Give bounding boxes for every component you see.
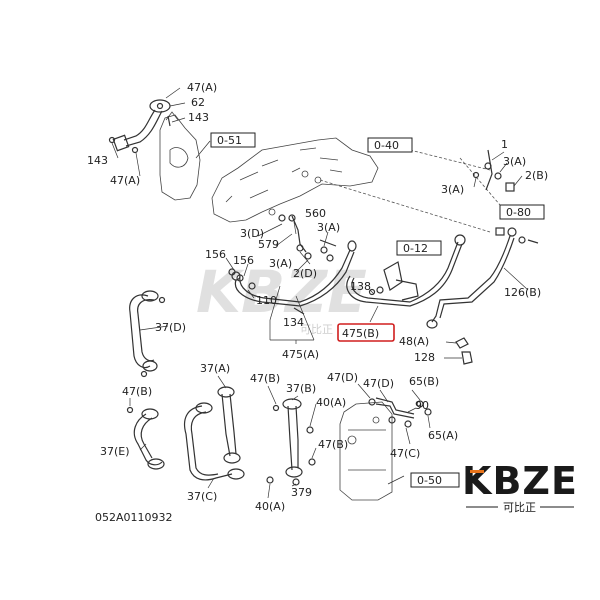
label-47c: 47(C) (390, 447, 420, 460)
ref-box-o40[interactable] (367, 137, 413, 153)
brand-logo: KBZE 可比正 (462, 459, 578, 514)
label-48a: 48(A) (399, 335, 429, 348)
label-579: 579 (258, 238, 279, 251)
label-110: 110 (256, 294, 277, 307)
label-143-top: 143 (188, 111, 209, 124)
label-37e: 37(E) (100, 445, 130, 458)
highlight-label: 475(B) (342, 327, 379, 340)
reference-boxes: 0-51 0-40 0-80 0-12 0-50 (210, 132, 545, 488)
label-134: 134 (283, 316, 304, 329)
label-126b: 126(B) (504, 286, 541, 299)
diagram-code: 052A0110932 (95, 511, 173, 524)
label-47b-left: 47(B) (122, 385, 152, 398)
label-128: 128 (414, 351, 435, 364)
ref-box-o51[interactable] (210, 132, 256, 148)
watermark-text: KBZE (196, 258, 367, 326)
ref-box-o50-label: 0-50 (417, 474, 442, 487)
top-left-pipe-assembly (108, 87, 211, 201)
label-37a: 37(A) (200, 362, 230, 375)
label-1: 1 (501, 138, 508, 151)
label-475a: 475(A) (282, 348, 319, 361)
watermark-subtext: 可比正 (300, 323, 333, 336)
ref-box-o51-label: 0-51 (217, 134, 242, 147)
label-3a-mid2: 3(A) (269, 257, 292, 270)
label-47a-top: 47(A) (187, 81, 217, 94)
label-40a-mid: 40(A) (316, 396, 346, 409)
engine-block (211, 137, 379, 223)
logo-subtext: 可比正 (503, 501, 536, 514)
logo-accent (470, 470, 484, 473)
label-47d-b: 47(D) (363, 377, 394, 390)
label-65b: 65(B) (409, 375, 439, 388)
highlighted-part-475b[interactable]: 475(B) (337, 323, 395, 342)
ref-box-o80[interactable] (499, 204, 545, 220)
label-37b: 37(B) (286, 382, 316, 395)
label-2b: 2(B) (525, 169, 548, 182)
label-2d: 2(D) (293, 267, 317, 280)
label-47a-left: 47(A) (110, 174, 140, 187)
center-pipe-assembly (225, 214, 466, 344)
label-560: 560 (305, 207, 326, 220)
label-3a-mid: 3(A) (317, 221, 340, 234)
label-47d-a: 47(D) (327, 371, 358, 384)
ref-box-o40-label: 0-40 (374, 139, 399, 152)
left-pipes (126, 290, 169, 470)
ref-box-o50[interactable] (410, 472, 460, 488)
label-379: 379 (291, 486, 312, 499)
part-labels: 47(A) 62 143 143 47(A) 1 3(A) 2(B) 3(A) … (87, 81, 548, 513)
label-3a-r1: 3(A) (503, 155, 526, 168)
label-138: 138 (350, 280, 371, 293)
lower-right-housing (339, 383, 432, 501)
ref-box-o12[interactable] (396, 240, 442, 256)
label-3a-r2: 3(A) (441, 183, 464, 196)
label-143-left: 143 (87, 154, 108, 167)
label-40a-low: 40(A) (255, 500, 285, 513)
ref-box-o80-label: 0-80 (506, 206, 531, 219)
label-156-b: 156 (233, 254, 254, 267)
highlight-box[interactable] (337, 323, 395, 342)
label-37c: 37(C) (187, 490, 217, 503)
logo-text: KBZE (462, 459, 578, 503)
label-47b-mid: 47(B) (250, 372, 280, 385)
label-47b-low: 47(B) (318, 438, 348, 451)
label-62: 62 (191, 96, 205, 109)
ref-box-o12-label: 0-12 (403, 242, 428, 255)
label-65a: 65(A) (428, 429, 458, 442)
label-37d: 37(D) (155, 321, 186, 334)
label-3d: 3(D) (240, 227, 264, 240)
label-156-a: 156 (205, 248, 226, 261)
right-pipe-assembly (319, 149, 539, 365)
lower-center-pipes (183, 375, 317, 499)
label-90: 90 (415, 399, 429, 412)
watermark: KBZE 可比正 (196, 258, 367, 336)
